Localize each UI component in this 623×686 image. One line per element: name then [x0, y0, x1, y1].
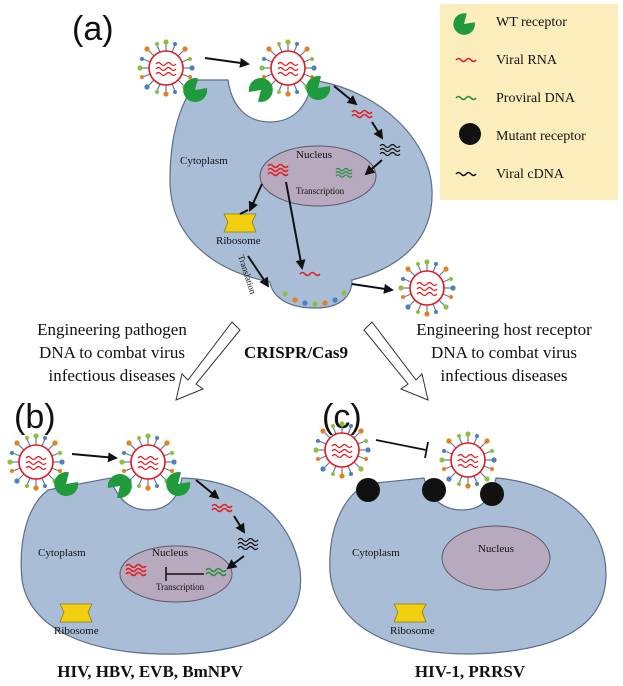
panel-a: (a) Cytoplasm Nucleus Transcription Ribo… [72, 10, 457, 318]
panel-c-nucleus-label: Nucleus [478, 543, 514, 555]
panel-a-virus-released-icon [397, 258, 457, 318]
panel-c-caption: HIV-1, PRRSV [415, 662, 526, 681]
panel-a-cytoplasm-label: Cytoplasm [180, 155, 228, 167]
panel-a-arrows [204, 57, 394, 294]
panel-b: (b) Cytoplasm Nucleus Transcription Ribo… [6, 398, 302, 681]
panel-b-arrows [71, 452, 246, 570]
panel-c-mutant-receptor-icon [356, 478, 380, 502]
legend-label-3: Mutant receptor [496, 129, 586, 144]
panel-c-mutant-receptor-icon-3 [480, 482, 504, 506]
panel-c-ribosome-label: Ribosome [390, 625, 435, 637]
crispr-center-label: CRISPR/Cas9 [244, 343, 348, 362]
right-text-line-1: Engineering host receptor [416, 320, 592, 339]
panel-c: (c) Cytoplasm Nucleus Ribosome HIV-1, PR… [312, 398, 607, 681]
panel-c-virus-docked-icon [438, 430, 498, 490]
panel-b-transcription-block [165, 567, 204, 581]
left-text-line-3: infectious diseases [49, 366, 176, 385]
panel-b-cytoplasm-label: Cytoplasm [38, 547, 86, 559]
left-hollow-arrow [175, 321, 241, 401]
panel-b-transcription-label: Transcription [156, 582, 205, 592]
panel-a-ribosome-label: Ribosome [216, 235, 261, 247]
panel-c-virus-outside-icon [312, 420, 372, 480]
panel-c-mutant-receptor-icon-2 [422, 478, 446, 502]
panel-b-caption: HIV, HBV, EVB, BmNPV [57, 662, 243, 681]
legend-label-1: Viral RNA [496, 53, 558, 68]
legend-box [440, 4, 618, 200]
panel-a-nucleus [259, 145, 377, 207]
panel-a-wt-receptor-icon-2 [248, 77, 273, 102]
right-text-line-3: infectious diseases [441, 366, 568, 385]
panel-a-letter: (a) [72, 10, 114, 48]
panel-c-ribosome-icon [393, 603, 427, 623]
panel-a-nucleus-label: Nucleus [296, 149, 332, 161]
middle-section: Engineering pathogen DNA to combat virus… [37, 320, 592, 401]
panel-a-arrow-tail [239, 209, 249, 215]
panel-b-ribosome-icon [59, 603, 93, 623]
panel-c-entry-block [375, 439, 429, 459]
left-text-line-1: Engineering pathogen [37, 320, 187, 339]
legend-label-0: WT receptor [496, 15, 567, 30]
panel-c-nucleus [441, 525, 551, 591]
legend-label-4: Viral cDNA [496, 167, 565, 182]
panel-b-ribosome-label: Ribosome [54, 625, 99, 637]
panel-a-ribosome-icon [223, 213, 257, 233]
panel-b-letter: (b) [14, 398, 56, 436]
panel-b-wt-receptor-icon-3 [166, 472, 191, 497]
panel-b-nucleus-label: Nucleus [152, 547, 188, 559]
legend: WT receptor Viral RNA Proviral DNA Mutan… [440, 4, 618, 200]
legend-label-2: Proviral DNA [496, 91, 576, 106]
panel-a-wt-receptor-icon-3 [306, 76, 331, 101]
panel-a-transcription-label: Transcription [296, 186, 345, 196]
left-text-line-2: DNA to combat virus [39, 343, 185, 362]
panel-c-cytoplasm-label: Cytoplasm [352, 547, 400, 559]
right-text-line-2: DNA to combat virus [431, 343, 577, 362]
legend-mutant-receptor-icon [459, 123, 481, 145]
panel-b-wt-receptor-icon [54, 472, 79, 497]
panel-a-bud-receptors [282, 290, 347, 307]
legend-wt-receptor-icon [453, 13, 475, 35]
right-hollow-arrow [363, 321, 429, 401]
